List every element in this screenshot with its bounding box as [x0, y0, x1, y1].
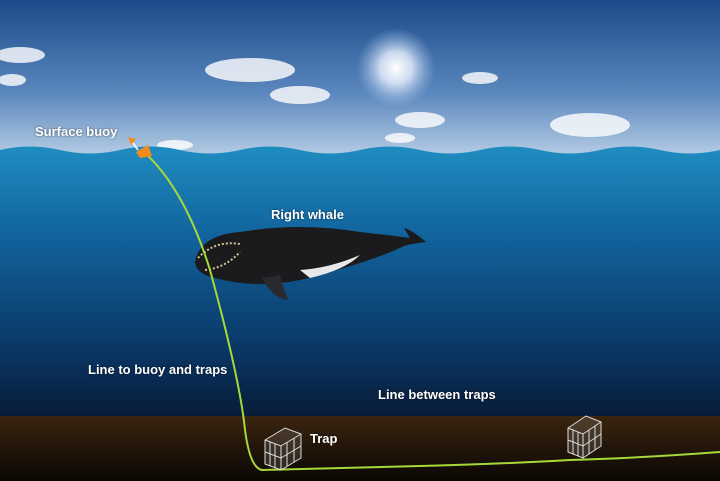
sun [356, 28, 436, 108]
trap-2 [567, 415, 602, 459]
trap-label: Trap [310, 431, 338, 446]
water [0, 146, 720, 420]
seafloor [0, 416, 720, 481]
buoy-line [144, 152, 720, 472]
right-whale [195, 227, 426, 300]
surface-buoy-label: Surface buoy [35, 124, 118, 139]
surface-buoy [128, 137, 152, 158]
right-whale-label: Right whale [271, 207, 344, 222]
trap-1 [264, 427, 302, 471]
line-to-buoy-label: Line to buoy and traps [88, 362, 228, 377]
line-between-traps-label: Line between traps [378, 387, 496, 402]
